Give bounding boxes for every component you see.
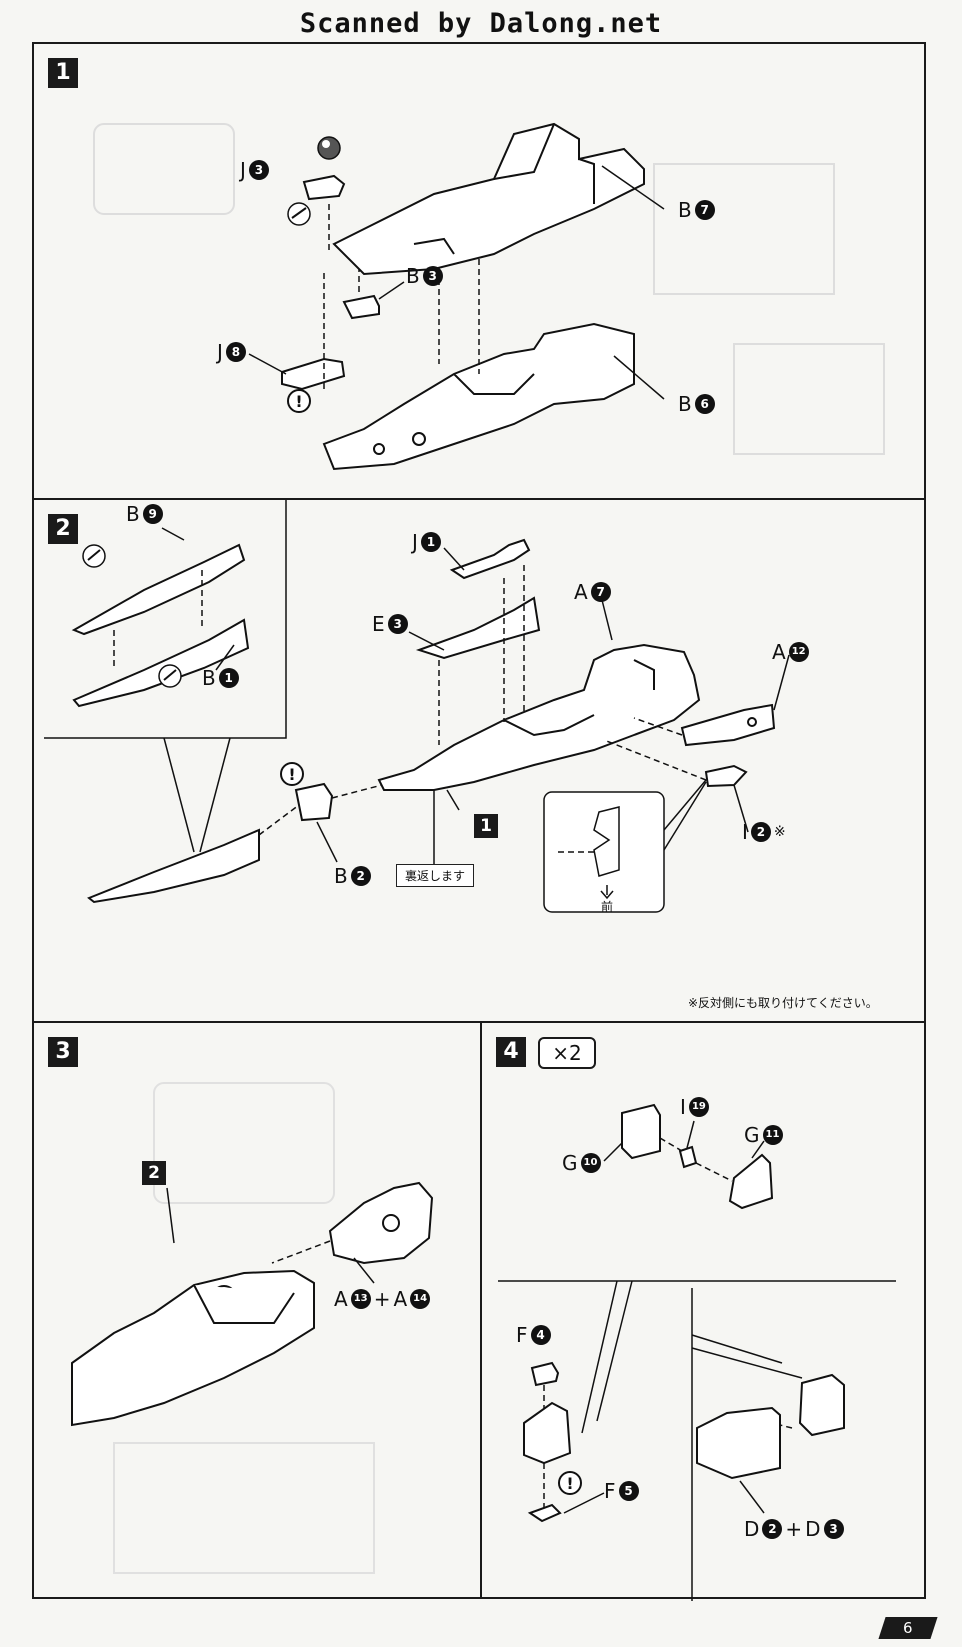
step-1-illustration: ! [93,122,885,471]
svg-text:!: ! [295,392,302,411]
step-1-panel: 1 [32,42,926,500]
multiplier-badge: ×2 [538,1037,596,1069]
step-4-illustration: ! [498,1103,896,1601]
caution-icon: ! [558,1471,582,1495]
step-2-number: 2 [48,514,78,544]
step-4-panel: 4 ×2 [480,1021,926,1601]
step-4-number: 4 [496,1037,526,1067]
front-label: 前 [601,900,614,914]
cut-icon [82,544,106,568]
page-number: 6 [878,1617,938,1639]
paint-icon [317,136,341,160]
step-ref-1: 1 [474,814,498,838]
step-3-number: 3 [48,1037,78,1067]
flip-note: 裏返します [396,864,475,887]
caution-icon: ! [280,762,304,786]
step-2-illustration: ! [44,500,790,913]
opposite-side-note: ※反対側にも取り付けてください。 [688,996,878,1010]
watermark: Scanned by Dalong.net [299,8,663,39]
svg-text:!: ! [566,1474,573,1493]
step-2-panel: 2 [32,498,926,1023]
step-1-number: 1 [48,58,78,88]
step-3-illustration [71,1082,434,1574]
cut-icon [287,202,311,226]
caution-icon: ! [287,389,311,413]
cut-icon [158,664,182,688]
step-ref-2: 2 [142,1161,166,1185]
svg-text:!: ! [288,765,295,784]
